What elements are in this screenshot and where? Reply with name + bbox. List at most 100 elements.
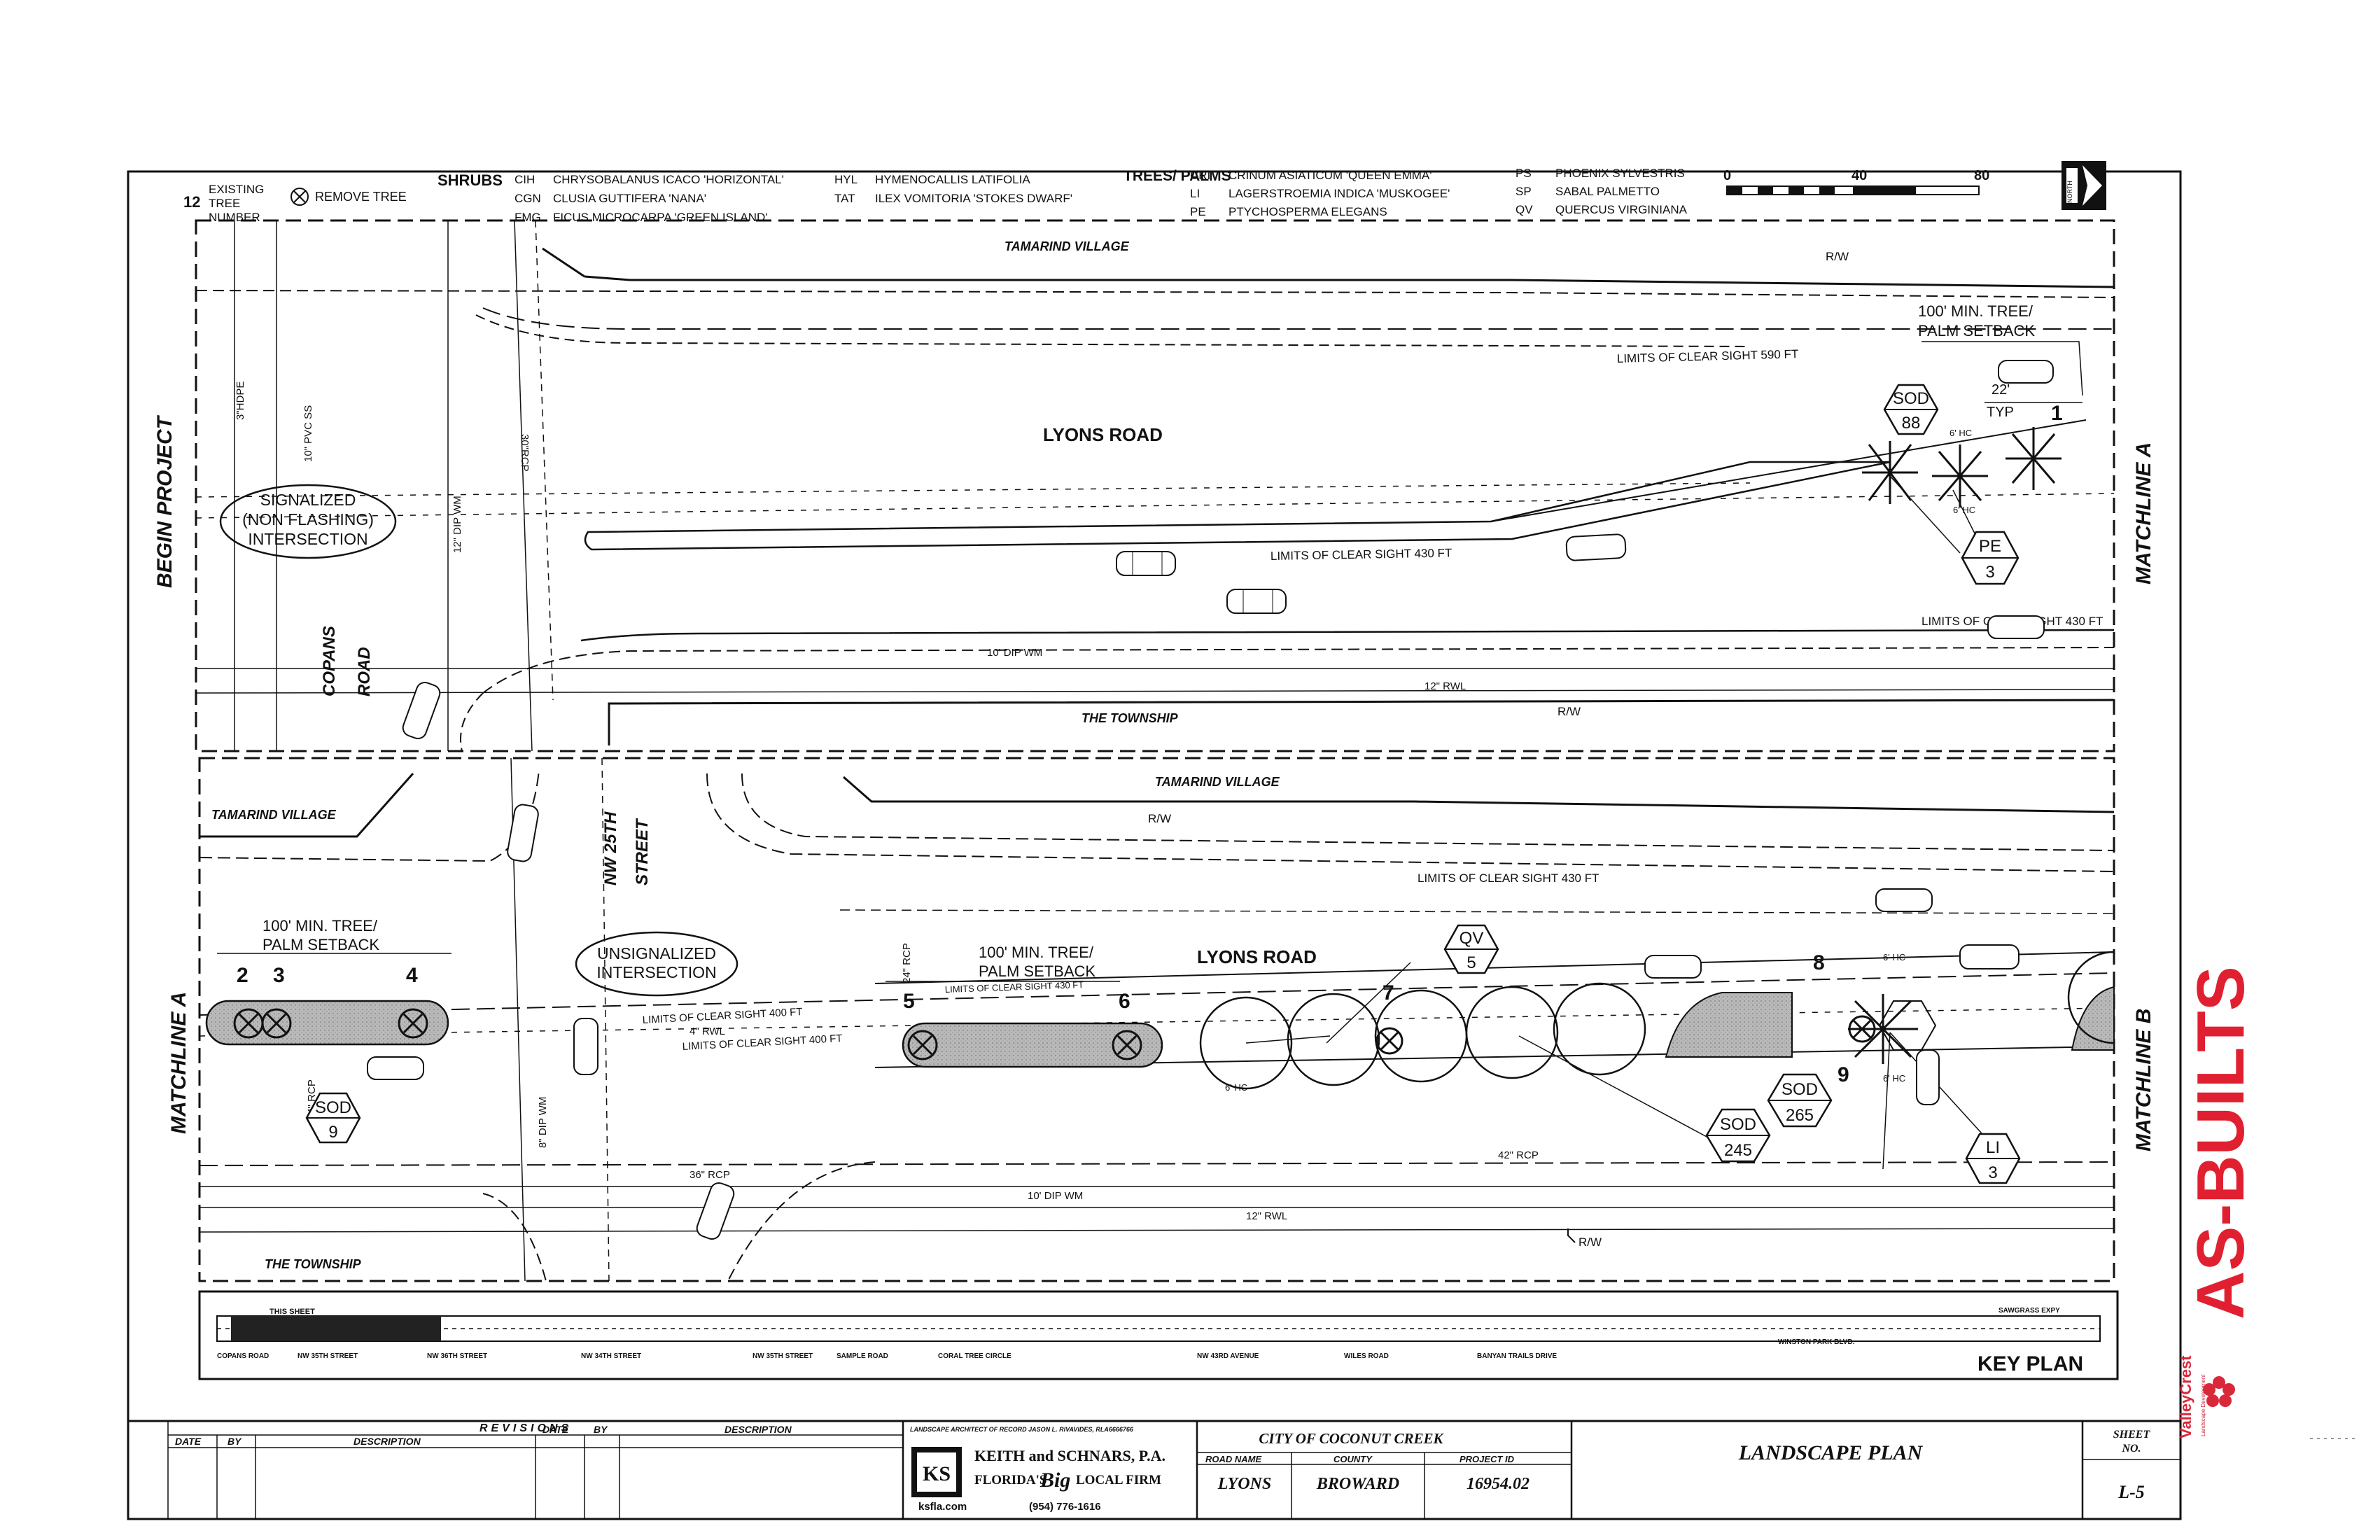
clear-sight-400-a: LIMITS OF CLEAR SIGHT 400 FT <box>642 1006 803 1026</box>
rcp-upper-label: 30"RCP <box>519 434 531 472</box>
rw-lower-north: R/W <box>1148 812 1171 825</box>
sheet-number: L-5 <box>2118 1482 2145 1502</box>
tag-code: SOD <box>315 1098 351 1117</box>
south-curb-dashed <box>482 647 2115 694</box>
shrub-code-fmg: FMG <box>514 211 541 224</box>
tree-number-9: 9 <box>1837 1063 1849 1086</box>
median-sod-2 <box>902 1022 1163 1068</box>
median-approach-line <box>1490 419 2087 522</box>
tag-code: PE <box>1979 537 2001 556</box>
setback-upper-1: 100' MIN. TREE/ <box>1918 302 2033 320</box>
clear-sight-430-lower: LIMITS OF CLEAR SIGHT 430 FT <box>1418 872 1599 885</box>
tag-qty: 88 <box>1902 414 1921 433</box>
key-street: WINSTON PARK BLVD. <box>1778 1338 1855 1346</box>
upper-viewport <box>195 219 2115 752</box>
trees-title: TREES/ PALMS <box>1124 168 1231 184</box>
tagline-part-2: LOCAL FIRM <box>1076 1473 1161 1488</box>
oak-tree-icon <box>1287 993 1380 1086</box>
rcp-24-label: 24" RCP <box>901 943 913 983</box>
scale-40: 40 <box>1851 168 1867 183</box>
key-plan-streets: COPANS ROAD NW 35TH STREET NW 36TH STREE… <box>217 1307 2060 1360</box>
remove-tree-label: REMOVE TREE <box>315 190 407 204</box>
valleycrest-logo: ValleyCrest Landscape Development <box>2177 1355 2235 1438</box>
car <box>1875 888 1933 912</box>
road-name-label: ROAD NAME <box>1205 1454 1261 1464</box>
plant-tag-sod-265: SOD 265 <box>1767 1073 1833 1128</box>
rev-header-date-2: DATE <box>542 1424 569 1435</box>
key-street: WILES ROAD <box>1344 1352 1389 1360</box>
tag-qty: 3 <box>1988 1163 1997 1182</box>
tamarind-village-lower-right: TAMARIND VILLAGE <box>1155 775 1280 789</box>
hc-lower-1: 6' HC <box>1225 1082 1247 1093</box>
lane-line-lower-2 <box>199 972 2115 1016</box>
lower-viewport <box>198 757 2115 1282</box>
north-sidewalk <box>482 307 2114 330</box>
remove-tree-icon <box>261 1008 292 1039</box>
tree-number-6: 6 <box>1119 990 1130 1013</box>
tree-number-3: 3 <box>273 964 285 987</box>
lower-plan: MATCHLINE A MATCHLINE B <box>167 757 2155 1282</box>
oak-tree-icon <box>1553 982 1646 1076</box>
title-block: REVISIONS DATE BY DESCRIPTION DATE BY DE… <box>128 1420 2180 1519</box>
setback-lower-2a: 100' MIN. TREE/ <box>979 944 1094 961</box>
as-builts-stamp: AS-BUILTS <box>2183 966 2258 1320</box>
lyons-road-upper: LYONS ROAD <box>1043 424 1163 445</box>
hc-lower-2: 6' HC <box>1883 952 1905 962</box>
car <box>1916 1049 1940 1105</box>
leader-line <box>1518 1035 1709 1138</box>
matchline-a-upper: MATCHLINE A <box>2132 442 2155 584</box>
signalized-ellipse <box>219 484 397 559</box>
car <box>1565 533 1627 561</box>
rwl-lower: 12" RWL <box>1246 1210 1287 1222</box>
hdpe-label: 3"HDPE <box>234 382 246 420</box>
dim-22: 22' <box>1991 382 2010 398</box>
key-street: SAWGRASS EXPY <box>1998 1307 2060 1315</box>
scale-0: 0 <box>1723 168 1731 183</box>
leader-line <box>1245 1035 1331 1044</box>
palm-icon <box>1848 994 1918 1064</box>
car <box>1959 944 2019 969</box>
leader-line <box>1882 1032 1891 1170</box>
shrub-list: CIH CHRYSOBALANUS ICACO 'HORIZONTAL' CGN… <box>514 173 1072 224</box>
palm-icon <box>1932 444 1988 507</box>
tagline-big: Big <box>1040 1469 1070 1492</box>
car <box>1644 955 1702 979</box>
south-rw-line <box>608 699 2115 746</box>
plant-tag-sod-88: SOD 88 <box>1883 384 1939 435</box>
south-rw-jog <box>1567 1228 1576 1243</box>
copans-road-label-2: ROAD <box>355 647 374 696</box>
tag-qty: 9 <box>328 1123 337 1142</box>
key-street: SAMPLE ROAD <box>836 1352 888 1360</box>
lane-line-1 <box>195 493 2115 519</box>
clear-sight-590: LIMITS OF CLEAR SIGHT 590 FT <box>1617 347 1799 365</box>
tag-code: LI <box>1986 1138 2000 1157</box>
hc-lower-3: 6' HC <box>1883 1073 1905 1084</box>
rev-header-description-2: DESCRIPTION <box>724 1424 792 1435</box>
north-arrow-icon: NORTH <box>2062 161 2106 210</box>
plant-tag-li-3: LI 3 <box>1965 1133 2021 1184</box>
begin-project-label: BEGIN PROJECT <box>153 414 176 588</box>
plant-tag-sod-245: SOD 245 <box>1705 1108 1771 1163</box>
setback-dim-line <box>1921 341 2083 396</box>
oak-tree-icon <box>1199 996 1293 1090</box>
palm-icon <box>2005 427 2062 490</box>
lane-line-lower-1 <box>839 909 2115 914</box>
key-plan-title: KEY PLAN <box>1977 1352 2083 1376</box>
tree-name-pe: PTYCHOSPERMA ELEGANS <box>1228 205 1387 218</box>
tamarind-top-edge <box>542 247 585 278</box>
shrubs-title: SHRUBS <box>438 172 503 189</box>
this-sheet-marker <box>231 1316 441 1341</box>
this-sheet-label: THIS SHEET <box>270 1308 315 1316</box>
median-edge-lower <box>874 951 2115 984</box>
remove-tree-icon <box>290 188 309 206</box>
existing-tree-label-2: TREE <box>209 197 240 210</box>
setback-lower-2b: PALM SETBACK <box>979 962 1096 980</box>
tag-qty: 265 <box>1786 1106 1814 1125</box>
signalized-line-1: SIGNALIZED <box>260 491 356 509</box>
key-plan: THIS SHEET COPANS ROAD NW 35TH STREET NW… <box>198 1290 2119 1380</box>
lane-line-2 <box>195 482 1751 498</box>
shrub-code-hyl: HYL <box>834 173 858 186</box>
north-lane-edge <box>475 314 1751 347</box>
key-plan-frame <box>198 1290 2119 1380</box>
